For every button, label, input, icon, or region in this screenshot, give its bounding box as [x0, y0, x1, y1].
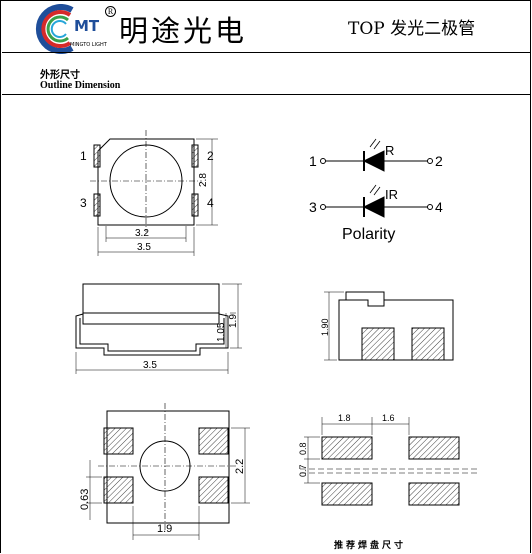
logo-letters: MT — [74, 17, 100, 35]
footprint-dim-spacing: 0.7 — [298, 464, 308, 477]
side-dim-body: 1.05 — [216, 322, 227, 342]
bottom-dim-pad-pitch: 1.9 — [157, 523, 172, 535]
footprint-dim-pad-width: 1.8 — [338, 413, 351, 423]
polarity-diagram — [320, 138, 433, 218]
side-dim-height: 1.9 — [228, 314, 239, 328]
logo-subtitle: MINGTO LIGHT — [70, 42, 107, 48]
polarity-label: Polarity — [342, 226, 395, 243]
side-dim-width: 3.5 — [143, 360, 157, 371]
polarity-pin-3-label: 3 — [309, 199, 317, 215]
footprint-caption: 推荐焊盘尺寸 — [334, 541, 407, 551]
top-dim-inner-width: 3.2 — [135, 228, 149, 239]
registered-mark: R — [105, 6, 116, 17]
top-dim-height: 2.8 — [198, 173, 209, 187]
polarity-pin-1-label: 1 — [309, 153, 317, 169]
bottom-dim-pad-offset: 0.63 — [79, 489, 91, 510]
top-pin-3-label: 3 — [80, 196, 87, 210]
footprint-dim-pad-height: 0.8 — [298, 442, 308, 455]
top-view — [90, 130, 218, 256]
section-rule — [2, 94, 530, 95]
polarity-pin-2-label: 2 — [435, 153, 443, 169]
footprint-dim-gap: 1.6 — [382, 413, 395, 423]
product-title: TOP 发光二极管 — [348, 19, 476, 39]
polarity-pin-4-label: 4 — [435, 199, 443, 215]
polarity-led-r-label: R — [385, 143, 394, 158]
section-title-cn: 外形尺寸 — [40, 70, 80, 81]
end-view — [324, 291, 454, 361]
end-dim-height: 1.90 — [320, 318, 330, 336]
company-name: 明途光电 — [119, 14, 248, 48]
logo-swirl-icon — [35, 4, 74, 54]
top-pin-1-label: 1 — [80, 149, 87, 163]
top-dim-outer-width: 3.5 — [137, 242, 151, 253]
top-pin-2-label: 2 — [207, 149, 214, 163]
section-title-en: Outline Dimension — [40, 80, 121, 91]
polarity-led-ir-label: IR — [385, 187, 398, 202]
bottom-view — [86, 403, 250, 540]
footprint-view — [300, 417, 480, 506]
header-rule — [2, 52, 530, 53]
company-logo: MT R MINGTO LIGHT — [34, 4, 116, 54]
side-view — [75, 283, 242, 374]
bottom-dim-pad-height: 2.2 — [234, 459, 246, 474]
top-pin-4-label: 4 — [207, 196, 214, 210]
